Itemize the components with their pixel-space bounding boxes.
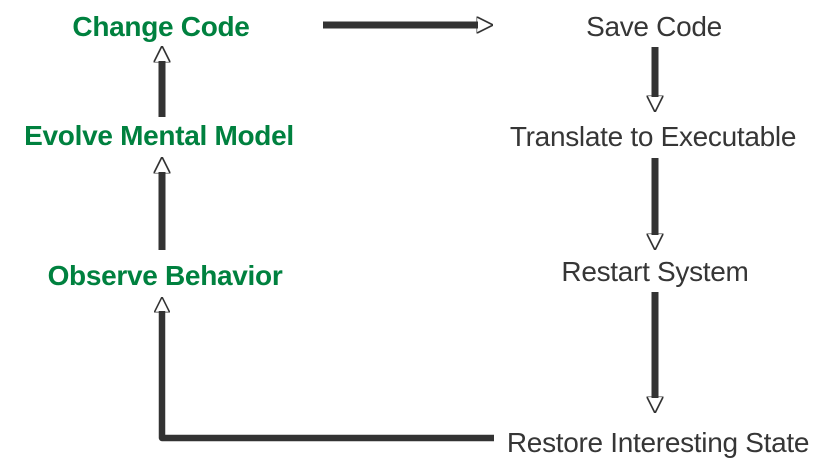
node-translate-to-executable: Translate to Executable	[509, 121, 797, 152]
arrow-restore-interesting-state-to-observe-behavior	[162, 311, 494, 442]
node-observe-behavior: Observe Behavior	[47, 260, 283, 291]
node-restore-interesting-state: Restore Interesting State	[506, 427, 810, 458]
node-change-code: Change Code	[72, 11, 250, 42]
node-save-code: Save Code	[586, 11, 722, 42]
node-restart-system: Restart System	[561, 256, 749, 287]
node-evolve-mental-model: Evolve Mental Model	[24, 120, 294, 151]
